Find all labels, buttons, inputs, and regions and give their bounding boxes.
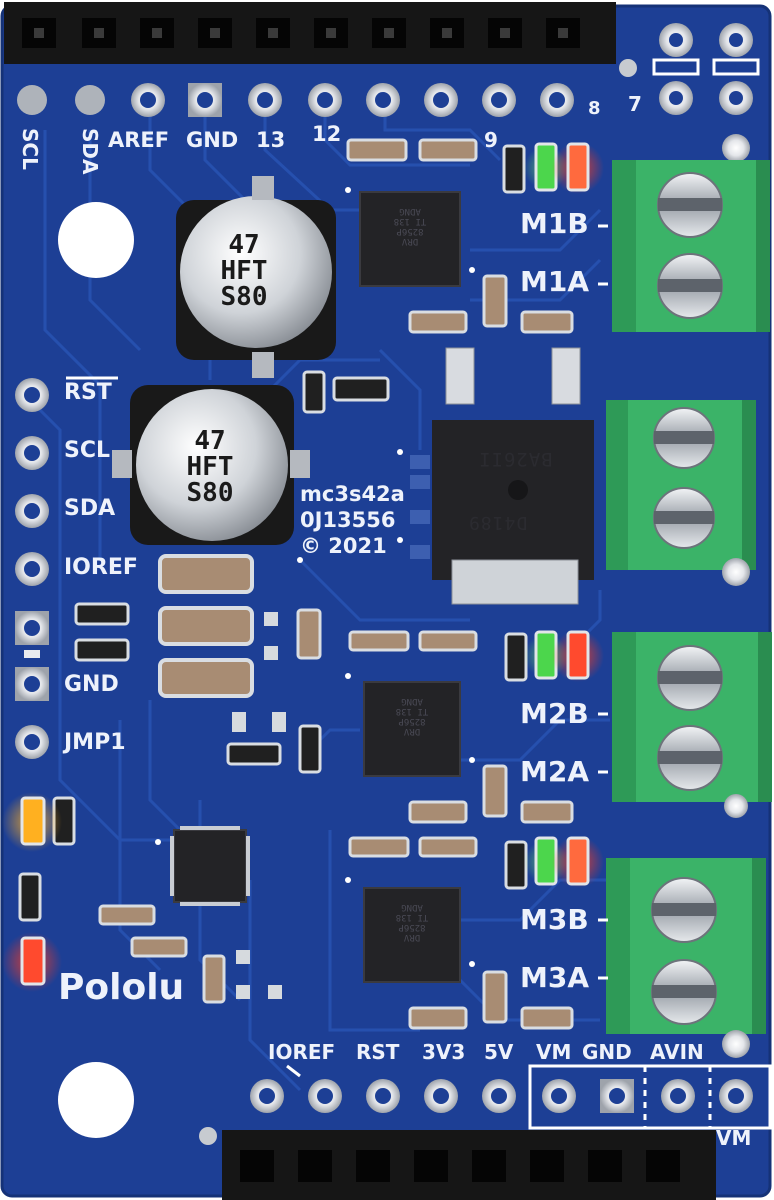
label-aref: AREF [108, 128, 170, 152]
chip3-line1: DRV [403, 932, 421, 942]
top-right-pads [619, 23, 760, 162]
terminal-block-3 [612, 632, 772, 818]
board-id-line1: mc3s42a [300, 482, 405, 506]
driver-chip-1 [359, 191, 461, 287]
vias [155, 187, 475, 967]
chip2-line4: ADNG [401, 696, 423, 706]
terminal-block-2 [606, 400, 756, 586]
cap2-marking-line2: HFT [186, 452, 234, 482]
terminal-block-1 [612, 160, 770, 332]
chip1-line2: 8256P [396, 226, 424, 236]
label-5v: 5V [484, 1040, 514, 1064]
cap1-marking-line3: S80 [220, 282, 268, 312]
label-m1b: M1B [520, 207, 589, 240]
chip1-line1: DRV [401, 236, 419, 246]
chip2-line3: TI 138 [395, 706, 429, 716]
chip1-line3: TI 138 [393, 216, 427, 226]
label-rst-left: RST [64, 380, 112, 405]
bottom-header [222, 1130, 716, 1200]
label-m3b: M3B [520, 903, 589, 936]
pololu-logo-text: Pololu [58, 967, 185, 1008]
label-avin: AVIN [650, 1040, 704, 1064]
label-vm-right: VM [716, 1126, 752, 1150]
label-ioref-left: IOREF [64, 555, 138, 580]
voltage-regulator [432, 347, 594, 605]
label-m2b: M2B [520, 697, 589, 730]
smd-components [18, 138, 574, 1030]
label-gnd-left: GND [64, 672, 119, 697]
label-3v3: 3V3 [422, 1040, 466, 1064]
cap2-marking-line3: S80 [186, 478, 234, 508]
regulator-marking-bottom: D4189 [468, 512, 528, 533]
label-m3a: M3A [520, 961, 590, 994]
label-scl-top: SCL [18, 128, 42, 170]
mounting-hole [58, 202, 134, 278]
electrolytic-capacitor-1 [176, 176, 336, 378]
board-id-line3: © 2021 [300, 534, 387, 558]
chip3-line4: ADNG [401, 902, 423, 912]
label-rst-bottom: RST [356, 1040, 400, 1064]
label-scl-left: SCL [64, 438, 111, 463]
status-leds [2, 142, 604, 992]
label-12: 12 [312, 122, 342, 146]
label-gnd-bottom: GND [582, 1040, 632, 1064]
chip3-marking: DRV 8256P TI 138 ADNG [376, 902, 448, 942]
regulator-marking-top: BA26II [478, 448, 553, 470]
label-gnd-top: GND [186, 128, 239, 152]
label-m1a: M1A [520, 265, 590, 298]
chip1-marking: DRV 8256P TI 138 ADNG [374, 206, 446, 246]
label-m2a: M2A [520, 755, 590, 788]
mounting-hole [58, 1062, 134, 1138]
chip1-line4: ADNG [399, 206, 421, 216]
board-id-line2: 0J13556 [300, 508, 396, 532]
driver-chip-2 [363, 681, 461, 777]
label-jmp1: JMP1 [64, 730, 126, 755]
microcontroller-chip [173, 829, 247, 903]
label-vm-bottom: VM [536, 1040, 572, 1064]
chip2-marking: DRV 8256P TI 138 ADNG [376, 696, 448, 736]
cap1-marking-line2: HFT [220, 256, 268, 286]
cap2-marking-line1: 47 [194, 426, 226, 456]
chip2-line2: 8256P [398, 716, 426, 726]
label-7: 7 [628, 92, 642, 116]
header-pads-row [17, 83, 574, 117]
left-pads [15, 378, 49, 759]
label-9: 9 [484, 128, 498, 152]
label-ioref-bottom: IOREF [268, 1040, 336, 1064]
driver-chip-3 [363, 887, 461, 983]
chip3-line2: 8256P [398, 922, 426, 932]
bottom-pads [250, 1064, 772, 1130]
cap1-marking-line1: 47 [228, 230, 260, 260]
chip3-line3: TI 138 [395, 912, 429, 922]
chip2-line1: DRV [403, 726, 421, 736]
label-13: 13 [256, 128, 286, 152]
label-8: 8 [588, 98, 601, 119]
terminal-block-4 [606, 858, 766, 1058]
label-sda-top: SDA [78, 128, 102, 175]
electrolytic-capacitor-2 [112, 385, 310, 545]
label-sda-left: SDA [64, 496, 116, 521]
